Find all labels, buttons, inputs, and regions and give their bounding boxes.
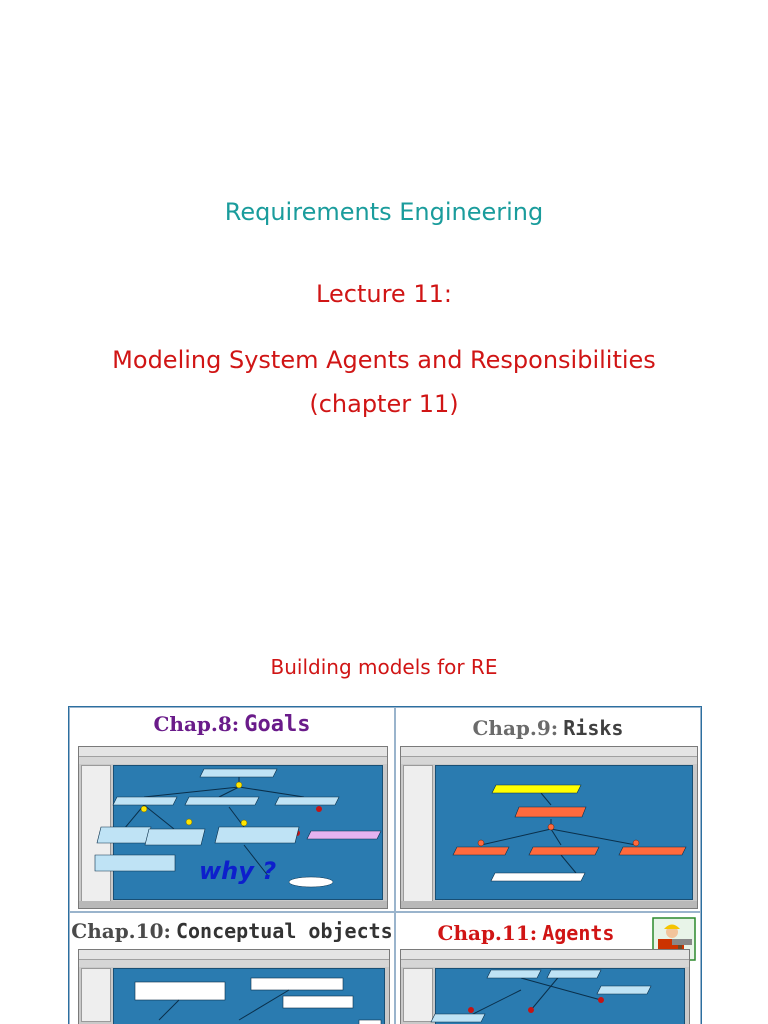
panel-risks-topic: Risks (563, 716, 624, 740)
subtitle-line-2: (chapter 11) (309, 390, 459, 418)
why-overlay-text: why ? (199, 857, 276, 885)
panel-risks: Chap.9: Risks (395, 707, 701, 912)
lecture-subtitle: Modeling System Agents and Responsibilit… (0, 338, 768, 426)
lecture-label: Lecture 11: (316, 280, 452, 308)
main-title: Requirements Engineering (224, 198, 544, 226)
agents-diagram (430, 969, 652, 1023)
objects-diagram (134, 977, 382, 1024)
panel-risks-chap: Chap.9: (472, 716, 559, 740)
risks-diagram (452, 784, 687, 882)
section-heading: Building models for RE (270, 655, 498, 679)
panel-agents-chap: Chap.11: (437, 921, 538, 945)
panel-objects-topic: Conceptual objects (175, 919, 393, 943)
goals-diagram: why ? (94, 768, 382, 888)
panel-objects: Chap.10: Conceptual objects (69, 912, 395, 1024)
panel-goals-chap: Chap.8: (153, 712, 240, 736)
goals-screenshot: why ? (78, 746, 388, 909)
objects-screenshot (78, 949, 390, 1024)
panel-objects-chap: Chap.10: (71, 919, 171, 943)
subtitle-line-1: Modeling System Agents and Responsibilit… (112, 346, 656, 374)
panel-agents-topic: Agents (542, 921, 615, 945)
panel-goals-topic: Goals (244, 712, 311, 737)
panel-goals: Chap.8: Goals (69, 707, 395, 912)
agents-screenshot (400, 949, 690, 1024)
panel-agents: Chap.11: Agents (395, 912, 701, 1024)
risks-screenshot (400, 746, 698, 909)
models-grid: Chap.8: Goals (68, 706, 702, 1024)
